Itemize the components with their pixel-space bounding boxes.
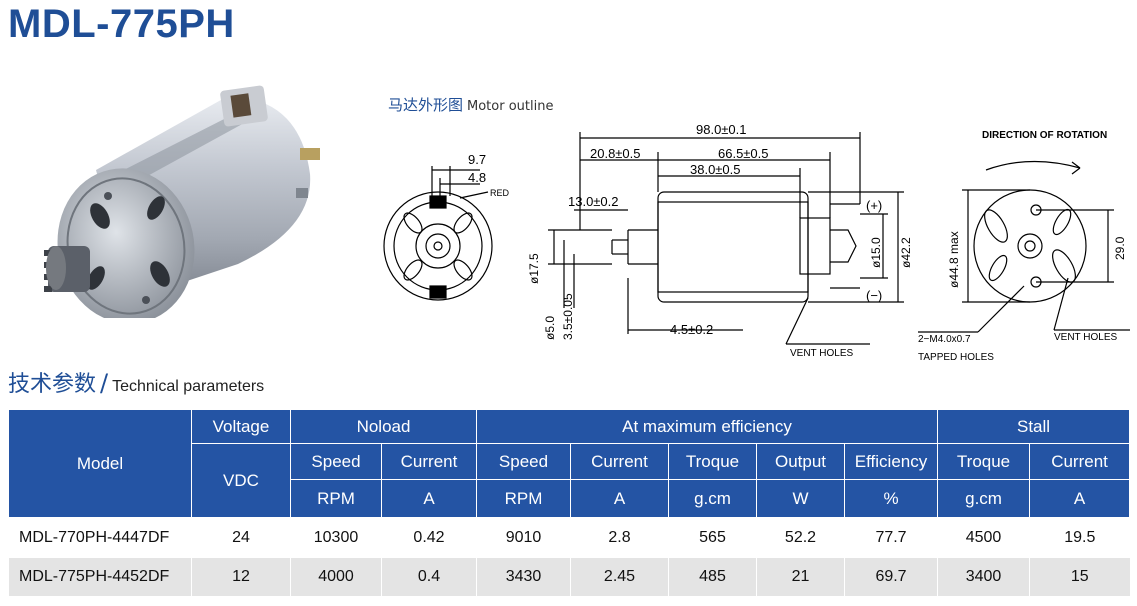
cell-model: MDL-775PH-4452DF	[8, 558, 192, 596]
cell-eff-efficiency: 77.7	[843, 517, 938, 558]
cell-eff-efficiency: 69.7	[843, 558, 938, 596]
header-stall-current: Current	[1029, 443, 1131, 480]
label-direction-of-rotation: DIRECTION OF ROTATION	[982, 130, 1107, 141]
cell-eff-troque: 565	[668, 517, 757, 558]
dim-98-0: 98.0±0.1	[696, 122, 747, 137]
unit-eff-a: A	[570, 479, 669, 518]
header-eff-current: Current	[570, 443, 669, 480]
caption-cn: 马达外形图	[388, 96, 464, 114]
dim-4-5: 4.5±0.2	[670, 322, 713, 337]
header-eff-troque: Troque	[668, 443, 757, 480]
dim-3-5: 3.5±0.05	[561, 293, 575, 340]
cell-noload-speed: 10300	[290, 517, 382, 558]
header-noload: Noload	[290, 409, 477, 444]
unit-stall-a: A	[1029, 479, 1131, 518]
dim-66-5: 66.5±0.5	[718, 146, 769, 161]
label-tapped-holes-spec: 2−M4.0x0.7	[918, 334, 971, 345]
header-noload-current: Current	[381, 443, 477, 480]
dim-phi-15-0: ø15.0	[869, 237, 883, 268]
terminal-plus: (+)	[866, 198, 882, 213]
unit-eff-gcm: g.cm	[668, 479, 757, 518]
params-title-en: Technical parameters	[112, 378, 265, 395]
page-title: MDL-775PH	[8, 2, 235, 46]
cell-eff-current: 2.45	[570, 558, 669, 596]
motor-photo	[44, 85, 320, 318]
unit-noload-a: A	[381, 479, 477, 518]
header-voltage: Voltage	[191, 409, 291, 444]
cell-model: MDL-770PH-4447DF	[8, 517, 192, 558]
cell-noload-current: 0.4	[381, 558, 477, 596]
cell-eff-troque: 485	[668, 558, 757, 596]
label-vent-holes-rear: VENT HOLES	[1054, 332, 1117, 343]
cell-noload-speed: 4000	[290, 558, 382, 596]
table-row: MDL-775PH-4452DF 12 4000 0.4 3430 2.45 4…	[8, 558, 1130, 596]
cell-eff-speed: 9010	[476, 517, 571, 558]
header-eff-efficiency: Efficiency	[843, 443, 939, 480]
header-model: Model	[8, 409, 192, 518]
caption-en: Motor outline	[467, 99, 554, 114]
cell-stall-troque: 4500	[937, 517, 1030, 558]
cell-voltage: 24	[191, 517, 291, 558]
unit-eff-rpm: RPM	[476, 479, 571, 518]
header-stall: Stall	[937, 409, 1131, 444]
dim-phi-5-0: ø5.0	[543, 316, 557, 340]
dim-13-0: 13.0±0.2	[568, 194, 619, 209]
label-vent-holes-side: VENT HOLES	[790, 348, 853, 359]
header-stall-troque: Troque	[937, 443, 1031, 480]
table-row: MDL-770PH-4447DF 24 10300 0.42 9010 2.8 …	[8, 517, 1130, 558]
header-eff-output: Output	[756, 443, 845, 480]
motor-outline-drawing: 9.7 4.8 RED 98.0±0.1 20.8±0.5 66.5±0.5 3…	[383, 122, 1130, 363]
dim-38-0: 38.0±0.5	[690, 162, 741, 177]
label-tapped-holes: TAPPED HOLES	[918, 352, 994, 363]
cell-stall-current: 19.5	[1029, 517, 1130, 558]
params-title-slash: /	[100, 369, 109, 397]
label-red: RED	[490, 188, 510, 198]
dim-phi-44-8: ø44.8 max	[947, 231, 961, 288]
dim-4-8: 4.8	[468, 170, 486, 185]
dim-phi-42-2: ø42.2	[899, 237, 913, 268]
unit-eff-pct: %	[843, 479, 939, 518]
dim-9-7: 9.7	[468, 152, 486, 167]
header-max-efficiency: At maximum efficiency	[475, 409, 939, 444]
dim-phi-17-5: ø17.5	[527, 253, 541, 284]
cell-eff-current: 2.8	[570, 517, 669, 558]
cell-stall-current: 15	[1029, 558, 1130, 596]
technical-parameters-title: 技术参数/Technical parameters	[8, 366, 264, 398]
params-title-cn: 技术参数	[8, 372, 97, 397]
cell-voltage: 12	[191, 558, 291, 596]
dim-20-8: 20.8±0.5	[590, 146, 641, 161]
cell-eff-output: 52.2	[756, 517, 845, 558]
cell-noload-current: 0.42	[381, 517, 477, 558]
terminal-minus: (−)	[866, 288, 882, 303]
cell-stall-troque: 3400	[937, 558, 1030, 596]
header-noload-speed: Speed	[290, 443, 382, 480]
header-vdc: VDC	[191, 443, 291, 518]
technical-parameters-table: Model Voltage Noload At maximum efficien…	[8, 409, 1131, 596]
cell-eff-output: 21	[756, 558, 845, 596]
unit-stall-gcm: g.cm	[937, 479, 1031, 518]
dim-29-0: 29.0	[1113, 236, 1127, 260]
header-eff-speed: Speed	[476, 443, 571, 480]
unit-eff-w: W	[756, 479, 845, 518]
cell-eff-speed: 3430	[476, 558, 571, 596]
unit-noload-rpm: RPM	[290, 479, 382, 518]
